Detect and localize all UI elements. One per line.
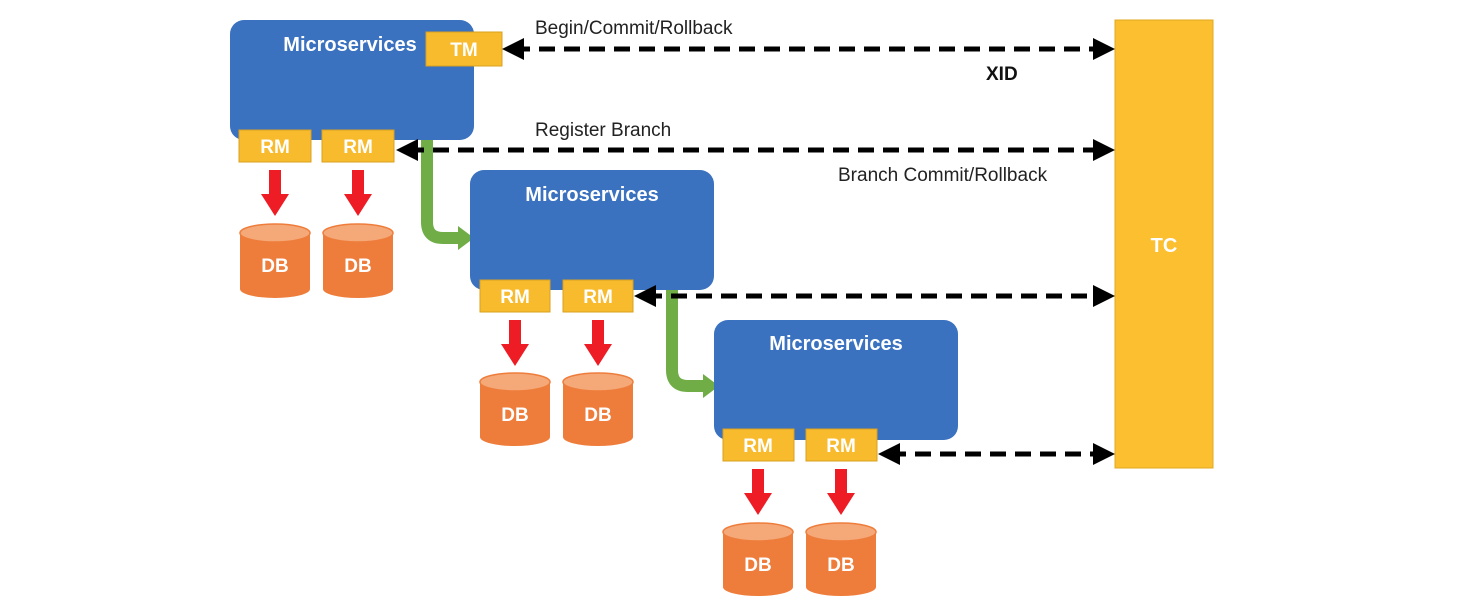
db-label: DB <box>261 256 288 277</box>
rm-tag: RM <box>805 428 878 462</box>
db-label: DB <box>584 405 611 426</box>
tc-label: TC <box>1151 235 1178 257</box>
tm-label: TM <box>450 40 477 61</box>
transaction-coordinator: TC <box>1114 19 1214 469</box>
call-flow-arrow-2 <box>666 282 719 398</box>
microservice-title: Microservices <box>525 184 658 206</box>
rm-tag: RM <box>562 279 634 313</box>
tm-tag: TM <box>425 31 503 67</box>
microservice-title: Microservices <box>283 34 416 56</box>
database-icon: DB <box>479 372 551 446</box>
microservice-2: Microservices RM RM DB DB <box>470 170 714 446</box>
rm-tag: RM <box>479 279 551 313</box>
rm-label: RM <box>260 137 290 158</box>
down-arrow-icon <box>827 469 855 515</box>
rm-label: RM <box>500 287 530 308</box>
rm-label: RM <box>343 137 373 158</box>
register-branch-label: Register Branch <box>535 120 671 141</box>
rm-label: RM <box>743 436 773 457</box>
branch-commit-rollback-label: Branch Commit/Rollback <box>838 165 1048 186</box>
database-icon: DB <box>722 522 794 596</box>
rm-tag: RM <box>722 428 795 462</box>
rm-tag: RM <box>321 129 395 163</box>
xid-label: XID <box>986 64 1018 85</box>
rm-label: RM <box>583 287 613 308</box>
db-label: DB <box>501 405 528 426</box>
down-arrow-icon <box>744 469 772 515</box>
microservice-1: Microservices TM RM RM DB <box>230 20 503 298</box>
rm-tag: RM <box>238 129 312 163</box>
database-icon: DB <box>322 223 394 298</box>
db-label: DB <box>827 555 854 576</box>
down-arrow-icon <box>584 320 612 366</box>
call-flow-arrow-1 <box>421 130 474 250</box>
rm-tc-dashed-arrow-2 <box>634 285 1115 307</box>
database-icon: DB <box>239 223 311 298</box>
rm-tc-dashed-arrow-1 <box>396 139 1115 161</box>
begin-commit-rollback-label: Begin/Commit/Rollback <box>535 18 733 39</box>
tm-tc-dashed-arrow <box>502 38 1115 60</box>
database-icon: DB <box>562 372 634 446</box>
down-arrow-icon <box>344 170 372 216</box>
down-arrow-icon <box>501 320 529 366</box>
microservice-3: Microservices RM RM DB DB <box>714 320 958 596</box>
down-arrow-icon <box>261 170 289 216</box>
db-label: DB <box>344 256 371 277</box>
database-icon: DB <box>805 522 877 596</box>
rm-tc-dashed-arrow-3 <box>878 443 1115 465</box>
rm-label: RM <box>826 436 856 457</box>
microservice-title: Microservices <box>769 333 902 355</box>
db-label: DB <box>744 555 771 576</box>
